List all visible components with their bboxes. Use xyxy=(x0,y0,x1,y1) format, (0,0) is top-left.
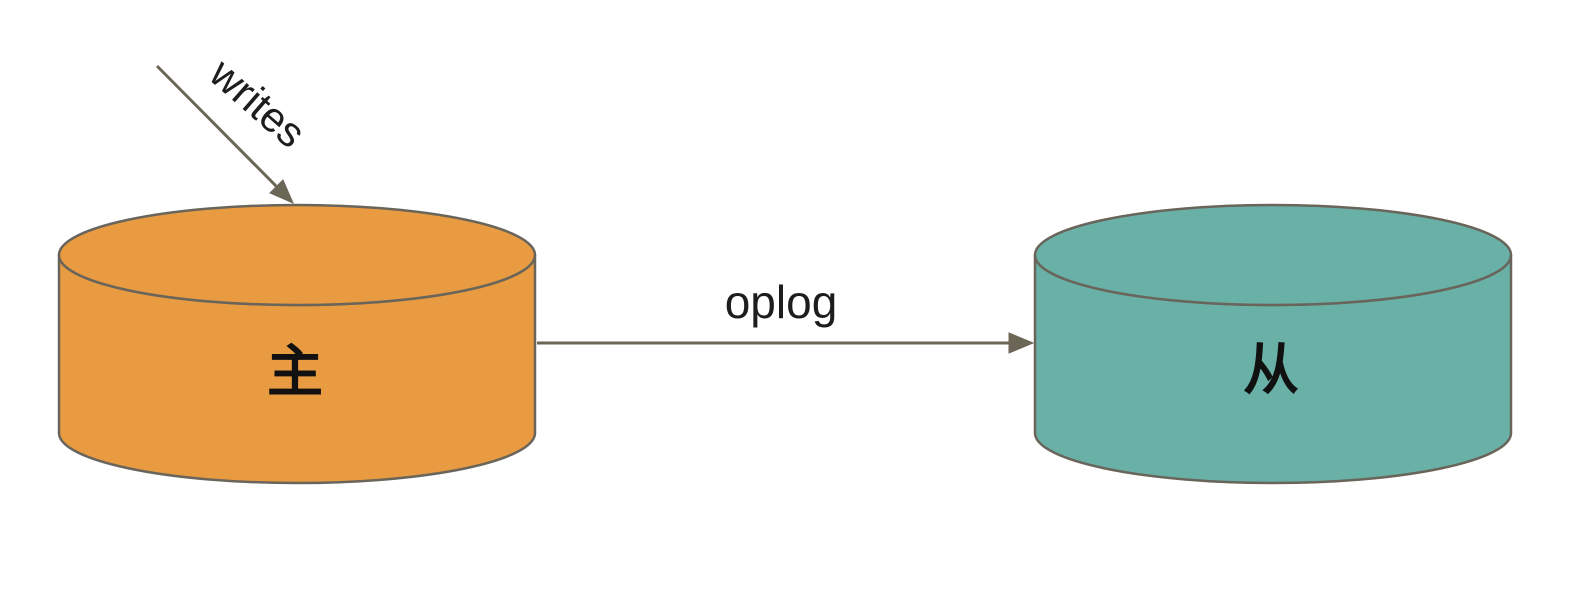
writes-arrowhead-icon xyxy=(269,179,294,204)
edge-oplog: oplog xyxy=(537,276,1035,354)
oplog-arrowhead-icon xyxy=(1008,332,1035,354)
writes-arrow-line xyxy=(155,64,280,190)
slave-cylinder-top xyxy=(1033,203,1513,307)
oplog-edge-label: oplog xyxy=(725,276,838,328)
edge-writes: writes xyxy=(155,49,315,204)
slave-node-label: 从 xyxy=(1243,338,1299,401)
master-node-label: 主 xyxy=(267,340,323,403)
master-cylinder-top xyxy=(57,203,537,307)
writes-edge-label: writes xyxy=(200,49,314,157)
node-slave: 从 xyxy=(1033,203,1513,485)
node-master: 主 xyxy=(57,203,537,485)
